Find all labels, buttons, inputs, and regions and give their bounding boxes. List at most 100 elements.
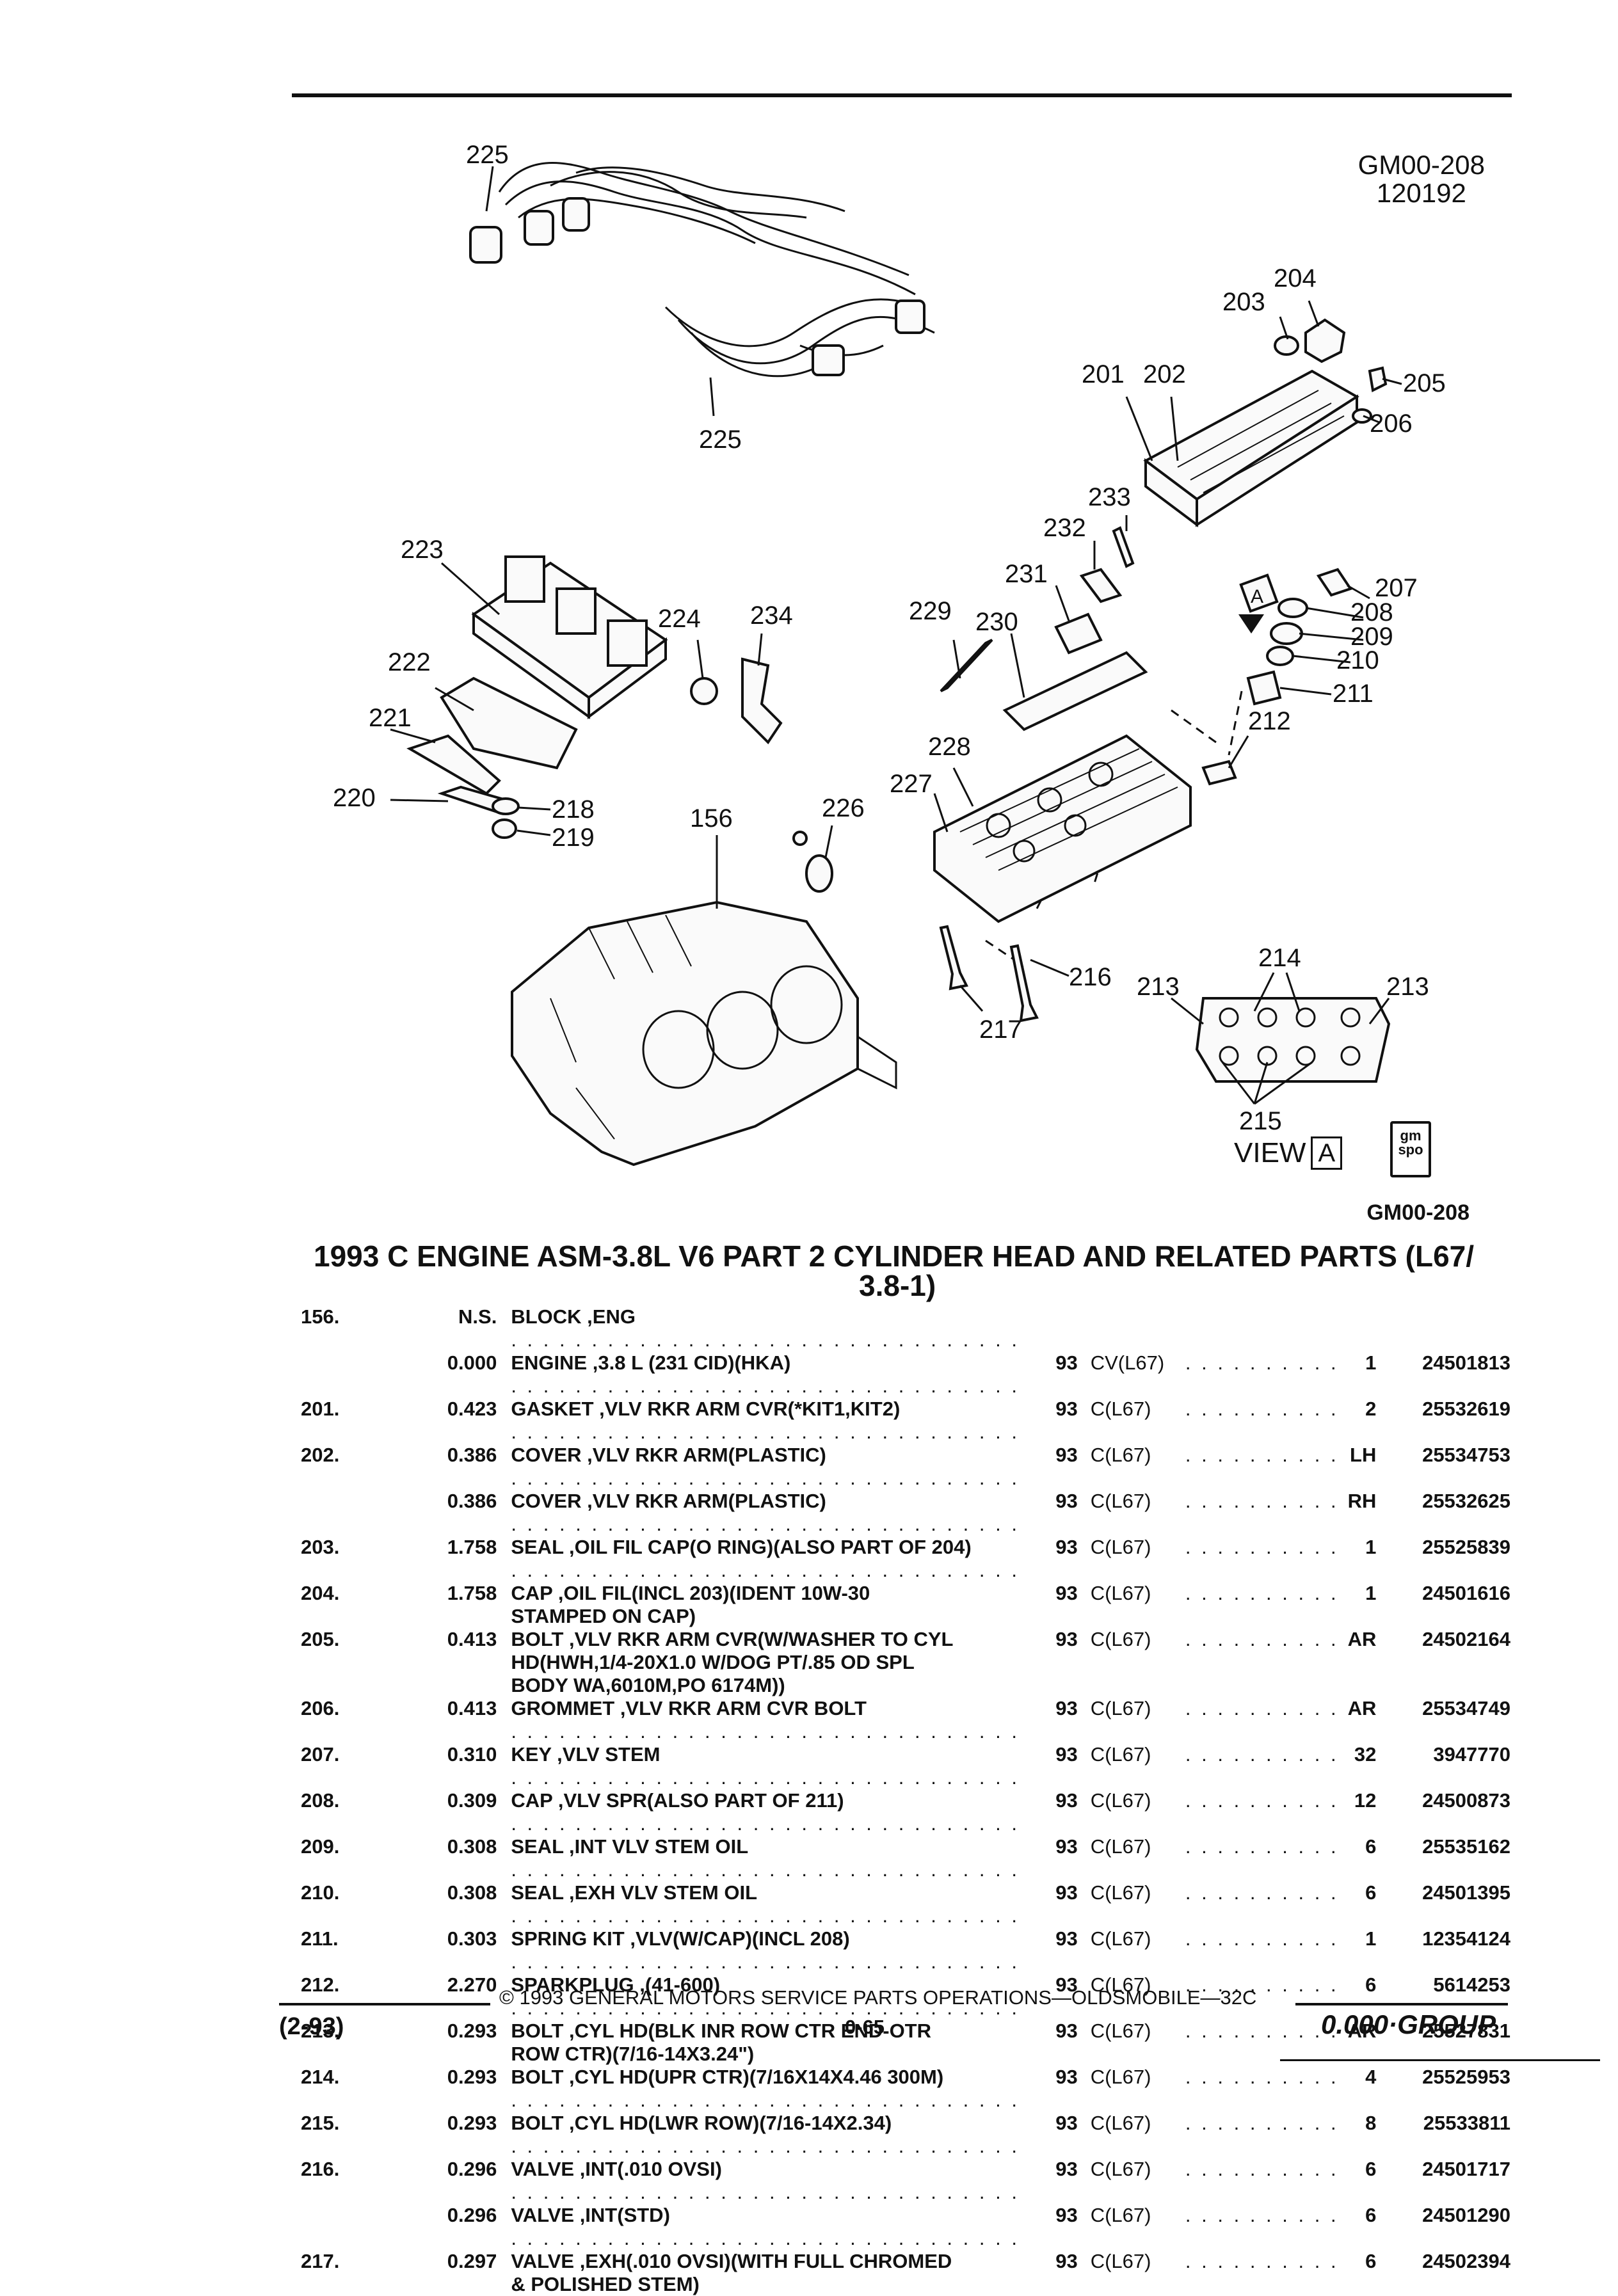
part-number: 25534753	[1422, 1444, 1511, 1466]
model-year: 93	[1055, 1398, 1078, 1420]
ignition-module-bracket	[440, 676, 578, 770]
part-description: CAP ,OIL FIL(INCL 203)(IDENT 10W-30 STAM…	[511, 1582, 1020, 1628]
callout-230: 230	[975, 608, 1018, 636]
assembly-guide-lines	[985, 690, 1243, 968]
dot-leader: . . . . . . . . . . . . . . . . . . . . …	[511, 2227, 1020, 2249]
exhaust-valve-217	[939, 925, 968, 991]
grommet-218	[492, 797, 520, 815]
model-year: 93	[1055, 1835, 1078, 1858]
part-description: SEAL ,EXH VLV STEM OIL . . . . . . . . .…	[511, 1881, 1020, 1927]
part-number: 5614253	[1433, 1973, 1511, 1996]
part-description-text: VALVE ,INT(.010 OVSI)	[511, 2158, 722, 2180]
part-number: 25534749	[1422, 1697, 1511, 1719]
dot-leader: . . . . . . . . . . . . . . . . . . . . …	[511, 2089, 1020, 2111]
callout-229: 229	[909, 597, 952, 625]
dot-leader: . . . . . . . . . . . . . . . . . . . . …	[511, 1858, 1020, 1881]
dot-leader: . . . . . . . . . . . . .	[1185, 1398, 1334, 1420]
item-number: 156.	[301, 1305, 340, 1328]
part-description: KEY ,VLV STEM . . . . . . . . . . . . . …	[511, 1743, 1020, 1789]
part-number: 24501395	[1422, 1881, 1511, 1904]
model-year: 93	[1055, 2112, 1078, 2134]
parts-row: 156.N.S.BLOCK ,ENG . . . . . . . . . . .…	[301, 1305, 1510, 1351]
model-code: C(L67)	[1090, 2066, 1151, 2088]
callout-222: 222	[388, 648, 431, 676]
part-description-text: BLOCK ,ENG	[511, 1305, 636, 1328]
gm-spo-logo: gm spo	[1390, 1121, 1431, 1177]
part-number: 25525839	[1422, 1536, 1511, 1558]
model-year: 93	[1055, 1973, 1078, 1996]
item-number: 201.	[301, 1398, 340, 1420]
quantity: 1	[1365, 1582, 1377, 1604]
callout-213-left: 213	[1137, 973, 1180, 1001]
part-description: BOLT ,CYL HD(LWR ROW)(7/16-14X2.34) . . …	[511, 2112, 1020, 2158]
part-description: VALVE ,INT(.010 OVSI) . . . . . . . . . …	[511, 2158, 1020, 2204]
figure-date-code: 120192	[1376, 178, 1466, 208]
callout-227: 227	[890, 770, 933, 798]
part-number: 24502394	[1422, 2250, 1511, 2272]
model-code: C(L67)	[1090, 1789, 1151, 1812]
dot-leader: . . . . . . . . . . . . . . . . . . . . …	[511, 1328, 1020, 1351]
model-year: 93	[1055, 1490, 1078, 1512]
callout-214: 214	[1258, 944, 1301, 972]
part-description: BLOCK ,ENG . . . . . . . . . . . . . . .…	[511, 1305, 1020, 1351]
page-title: 1993 C ENGINE ASM-3.8L V6 PART 2 CYLINDE…	[314, 1241, 1517, 1300]
callout-220: 220	[333, 784, 376, 812]
dot-leader: . . . . . . . . . . . . . . . . . . . . …	[511, 2181, 1020, 2203]
part-description: SPARKPLUG ,(41-600) . . . . . . . . . . …	[511, 1973, 1020, 2020]
part-description-text: COVER ,VLV RKR ARM(PLASTIC)	[511, 1490, 826, 1512]
item-number: 215.	[301, 2112, 340, 2134]
bracket-234	[741, 657, 783, 745]
part-description: GASKET ,VLV RKR ARM CVR(*KIT1,KIT2) . . …	[511, 1398, 1020, 1444]
quantity: 6	[1365, 1973, 1377, 1996]
footer-rule-right	[1295, 2003, 1508, 2005]
model-code: C(L67)	[1090, 1927, 1151, 1950]
footer-page-number: 0-65	[845, 2016, 885, 2038]
callout-leader-lines	[390, 166, 1402, 1105]
part-description-text: ENGINE ,3.8 L (231 CID)(HKA)	[511, 1351, 791, 1374]
quantity: 12	[1354, 1789, 1377, 1812]
valve-train-stack	[1246, 568, 1353, 706]
part-description-text: VALVE ,INT(STD)	[511, 2204, 670, 2226]
parts-row: 204. 1.758 CAP ,OIL FIL(INCL 203)(IDENT 10…	[301, 1582, 1510, 1628]
dot-leader: . . . . . . . . . . . . .	[1185, 2066, 1334, 2088]
valve-rocker-arm-cover	[1143, 369, 1359, 527]
ignition-coil-module	[471, 555, 668, 719]
quantity: 6	[1365, 1881, 1377, 1904]
part-number: 24502164	[1422, 1628, 1511, 1650]
part-description-text: KEY ,VLV STEM	[511, 1743, 661, 1766]
part-description-text: SPARKPLUG ,(41-600)	[511, 1973, 721, 1996]
group-number: 0.386	[447, 1490, 497, 1512]
footer-rule-left	[279, 2003, 490, 2005]
part-number: 25532625	[1422, 1490, 1511, 1512]
model-year: 93	[1055, 1789, 1078, 1812]
callout-209: 209	[1350, 623, 1393, 651]
quantity: 6	[1365, 2204, 1377, 2226]
figure-code-bottom: GM00-208	[1366, 1200, 1470, 1225]
dot-leader: . . . . . . . . . . . . .	[1185, 1582, 1334, 1604]
model-year: 93	[1055, 1351, 1078, 1374]
quantity: AR	[1347, 1628, 1377, 1650]
part-description: VALVE ,EXH(.010 OVSI)(WITH FULL CHROMED …	[511, 2250, 1020, 2296]
quantity: 1	[1365, 1536, 1377, 1558]
exploded-parts-diagram: 225 225 204 203 201 202 205 206 233 232 …	[333, 141, 1446, 1167]
part-number: 24501717	[1422, 2158, 1511, 2180]
item-number: 204.	[301, 1582, 340, 1604]
quantity: 6	[1365, 1835, 1377, 1858]
quantity: 1	[1365, 1927, 1377, 1950]
group-number: 1.758	[447, 1582, 497, 1604]
dot-leader: . . . . . . . . . . . . . . . . . . . . …	[511, 1766, 1020, 1789]
group-number: 0.293	[447, 2112, 497, 2134]
item-number: 211.	[301, 1927, 339, 1950]
part-number: 25535162	[1422, 1835, 1511, 1858]
rocker-pivot-231	[1054, 612, 1103, 655]
group-number: 0.423	[447, 1398, 497, 1420]
callout-204: 204	[1274, 264, 1317, 292]
item-number: 216.	[301, 2158, 340, 2180]
